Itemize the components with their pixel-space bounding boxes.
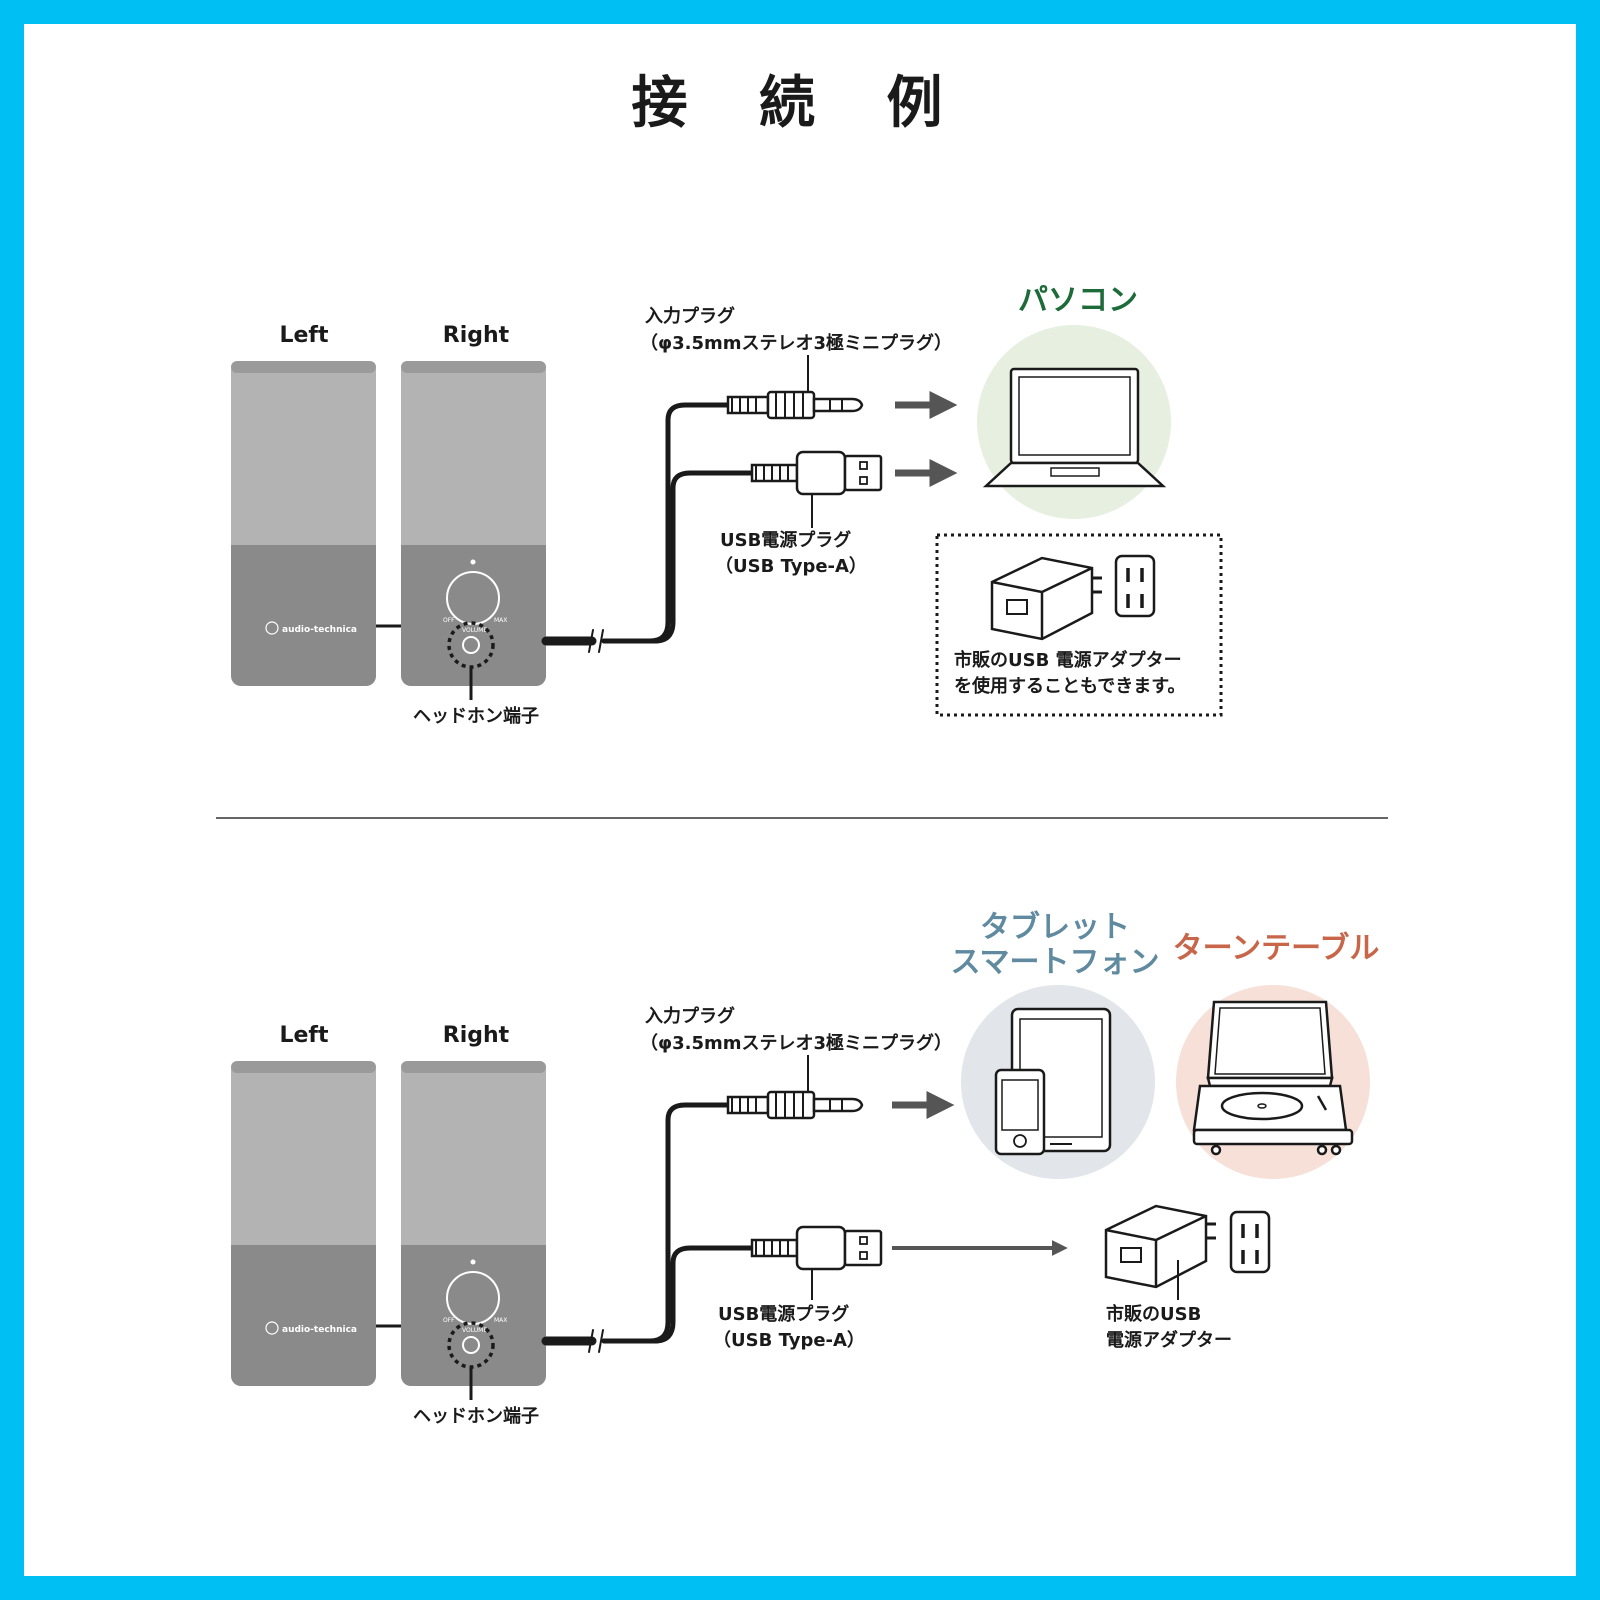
cables-2 bbox=[541, 1102, 755, 1353]
right-speaker-label: Right bbox=[443, 323, 510, 348]
left-speaker-label: Left bbox=[279, 323, 329, 348]
brand-logo-icon bbox=[265, 1321, 279, 1335]
knob-off-label-2: OFF bbox=[443, 1317, 455, 1324]
section-2: Left Right audio-technica OFF MAX VOLUME… bbox=[231, 910, 1379, 1427]
laptop-icon bbox=[982, 367, 1167, 488]
knob-volume-label-2: VOLUME bbox=[462, 1327, 487, 1334]
usb-plug-label-2: USB電源プラグ bbox=[718, 1303, 849, 1325]
usb-plug-icon bbox=[750, 1225, 883, 1271]
headphone-jack-icon bbox=[462, 1336, 480, 1354]
right-speaker: OFF MAX VOLUME bbox=[401, 361, 546, 686]
phone-icon bbox=[994, 1068, 1046, 1156]
knob-max-label: MAX bbox=[494, 617, 507, 624]
input-plug-spec-1: （φ3.5mmステレオ3極ミニプラグ） bbox=[640, 332, 952, 354]
headphone-label-2: ヘッドホン端子 bbox=[413, 1406, 539, 1427]
left-speaker-label-2: Left bbox=[279, 1023, 329, 1048]
adapter-note-line1: 市販のUSB 電源アダプター bbox=[954, 649, 1182, 671]
adapter-note-line2: を使用することもできます。 bbox=[954, 676, 1185, 697]
headphone-jack-icon bbox=[462, 636, 480, 654]
adapter-note-box bbox=[935, 533, 1223, 717]
brand-logo-icon bbox=[265, 621, 279, 635]
input-plug-spec-2: （φ3.5mmステレオ3極ミニプラグ） bbox=[640, 1032, 952, 1054]
left-speaker: audio-technica bbox=[231, 361, 376, 686]
knob-volume-label: VOLUME bbox=[462, 627, 487, 634]
usb-plug-spec-1: （USB Type-A） bbox=[715, 556, 867, 577]
input-plug-label-2: 入力プラグ bbox=[645, 1005, 735, 1027]
knob-off-label: OFF bbox=[443, 617, 455, 624]
turntable-icon bbox=[1192, 1000, 1354, 1156]
input-plug-icon bbox=[726, 390, 864, 420]
cables-1 bbox=[541, 402, 755, 653]
wall-outlet-icon bbox=[1114, 554, 1156, 618]
brand-label: audio-technica bbox=[282, 625, 357, 635]
wall-outlet-icon bbox=[1229, 1210, 1271, 1274]
usb-plug-spec-2: （USB Type-A） bbox=[713, 1330, 865, 1351]
input-plug-icon bbox=[726, 1090, 864, 1120]
usb-adapter-icon bbox=[990, 556, 1102, 641]
usb-adapter-icon bbox=[1104, 1204, 1216, 1289]
knob-max-label-2: MAX bbox=[494, 1317, 507, 1324]
adapter-label-line2: 電源アダプター bbox=[1106, 1329, 1232, 1351]
page-title: 接 続 例 bbox=[631, 71, 969, 136]
adapter-label-line1: 市販のUSB bbox=[1106, 1303, 1201, 1325]
section-1: Left Right audio-technica OFF MAX VOLUME… bbox=[231, 283, 1223, 727]
input-plug-label-1: 入力プラグ bbox=[645, 305, 735, 327]
usb-plug-icon bbox=[750, 450, 883, 496]
tablet-label-line1: タブレット bbox=[980, 910, 1130, 945]
right-speaker-label-2: Right bbox=[443, 1023, 510, 1048]
right-speaker-2: OFF MAX VOLUME bbox=[401, 1061, 546, 1386]
headphone-label-1: ヘッドホン端子 bbox=[413, 706, 539, 727]
brand-label-2: audio-technica bbox=[282, 1325, 357, 1335]
usb-plug-label-1: USB電源プラグ bbox=[720, 529, 851, 551]
turntable-label: ターンテーブル bbox=[1173, 931, 1380, 966]
tablet-label-line2: スマートフォン bbox=[950, 945, 1159, 980]
left-speaker-2: audio-technica bbox=[231, 1061, 376, 1386]
pc-label: パソコン bbox=[1018, 283, 1138, 318]
